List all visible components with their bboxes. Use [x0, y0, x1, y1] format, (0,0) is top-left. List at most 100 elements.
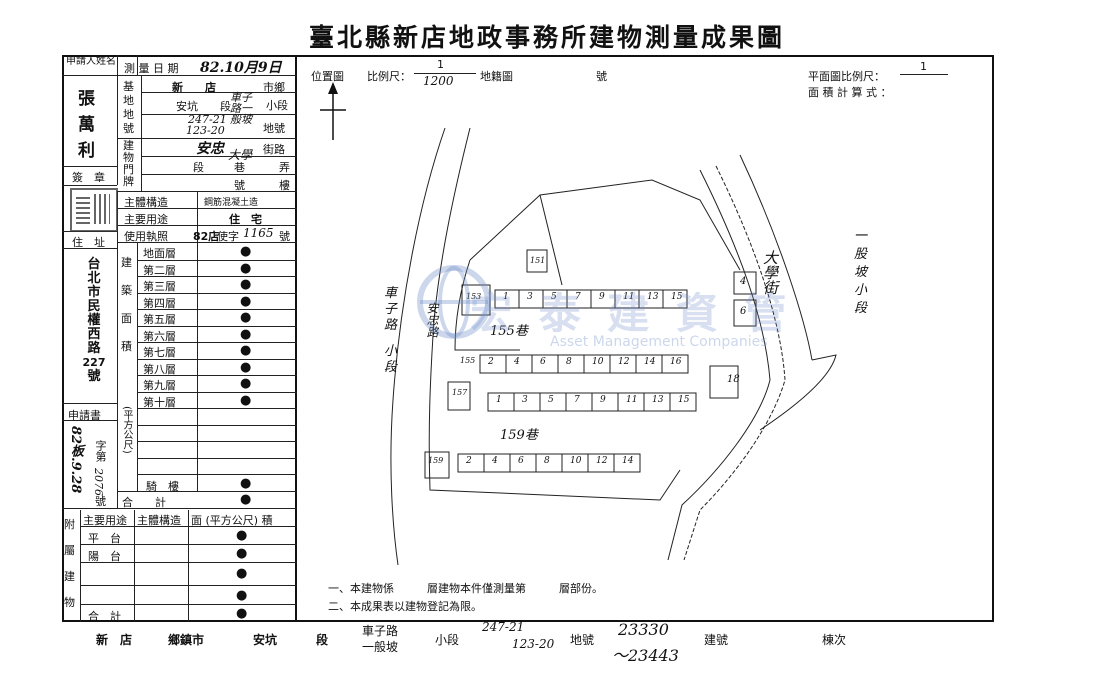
lot-number-label: 14 [622, 456, 634, 466]
anzhong-road-label: 安忠路 [425, 302, 439, 338]
lot-number-label: 7 [574, 395, 580, 405]
floor-row-line [137, 424, 297, 426]
floor-row-label: 第四層 [143, 296, 176, 310]
lot-number-label: 12 [618, 357, 630, 367]
floor-row-line [137, 342, 297, 343]
floor-row-label: 第五層 [143, 313, 176, 326]
floor-row-line [137, 474, 297, 475]
lot-number-label: 14 [644, 357, 656, 367]
footer-subsection-2: 一般坡 [362, 640, 399, 654]
addr-9: 號 [87, 369, 101, 384]
attached-mark-1: ● [236, 528, 248, 543]
bldg-153: 153 [466, 292, 482, 301]
lot-number-label: 5 [551, 292, 557, 302]
doorplate-lou: 樓 [279, 179, 290, 192]
structure-value: 鋼筋混凝土造 [204, 198, 259, 208]
watermark-cn: 宏 泰 建 資 管 [470, 289, 793, 338]
application-word-label: 字第 [94, 440, 107, 462]
lot-number-label: 9 [599, 292, 605, 302]
floor-row-line [137, 259, 297, 261]
plan-scale-bar [900, 74, 948, 75]
lot-number-label: 11 [626, 395, 638, 405]
addr-2: 北 [87, 271, 101, 286]
floors-total-mark: ● [240, 492, 252, 507]
lot-number-label: 2 [488, 357, 494, 367]
floor-row-mark: ● [240, 343, 252, 358]
note-1: 一、本建物係 層建物本件僅測量第 層部份。 [328, 582, 603, 595]
floor-row-mark: ● [240, 310, 252, 325]
plan-scale-label: 平面圖比例尺： [808, 70, 885, 83]
doorplate-hao: 號 [234, 179, 245, 192]
footer-section-suffix: 段 [316, 633, 329, 647]
address-vertical: 台 北 市 民 權 西 路 227 號 [82, 258, 106, 384]
lot-number-label: 6 [518, 456, 524, 466]
lot-number-label: 16 [670, 357, 682, 367]
floor-row-label: 第十層 [143, 395, 176, 409]
land-label: 基 地 地 號 [123, 80, 134, 135]
townhouse-unit [613, 453, 641, 473]
watermark-en: Asset Management Companies [550, 334, 768, 350]
footer-section: 安坑 [253, 633, 278, 647]
floor-row-mark: ● [240, 359, 252, 375]
townhouse-unit [661, 354, 689, 374]
left-column [62, 55, 297, 622]
main-use-value: 住 宅 [229, 213, 262, 226]
lot-number-label: 4 [514, 357, 520, 367]
application-label: 申請書 [68, 409, 101, 422]
lot-number-label: 8 [544, 456, 550, 466]
lot-number-2: 123-20 [186, 124, 225, 137]
lot-number-label: 3 [522, 395, 528, 405]
footer-lot-suffix: 地號 [570, 633, 595, 647]
floor-row-line [137, 375, 297, 376]
attached-side-label: 附 屬 建 物 [64, 518, 75, 609]
floor-row-mark: ● [240, 376, 252, 391]
floor-row-line [137, 457, 297, 459]
lane-159-label: 159巷 [500, 428, 538, 443]
floor-row-mark: ● [240, 392, 252, 408]
attached-mark-2: ● [236, 546, 248, 561]
lot-number-label: 11 [623, 292, 635, 302]
floor-row-line [137, 292, 297, 294]
addr-1: 台 [87, 257, 101, 272]
balcony-label: 騎 樓 [146, 480, 179, 493]
floor-row-mark: ● [240, 260, 252, 276]
floor-row-label: 第二層 [143, 263, 176, 277]
lot-number-label: 1 [503, 292, 509, 302]
land-town-suffix: 市鄉 [263, 81, 285, 94]
applicant-label: 申請人姓名 [66, 56, 116, 67]
name-char-3: 利 [78, 141, 95, 161]
license-number: 1165 [243, 226, 274, 240]
footer-building-suffix: 建號 [704, 633, 729, 647]
lot-number-label: 6 [540, 357, 546, 367]
floor-row-label: 第八層 [143, 362, 176, 376]
attached-row-balcony: 陽 台 [88, 550, 121, 563]
floor-row-line [137, 358, 297, 360]
footer-floor-label: 棟次 [822, 633, 847, 647]
lot-number-label: 9 [600, 395, 606, 405]
townhouse-unit [669, 392, 697, 412]
form-frame [62, 55, 994, 622]
lot-number-label: 12 [596, 456, 608, 466]
balcony-mark: ● [240, 476, 252, 491]
floor-row-line [137, 490, 297, 492]
bldg-155: 155 [460, 356, 476, 365]
note-2: 二、本成果表以建物登記為限。 [328, 600, 482, 613]
license-prefix: 82店 [193, 230, 220, 243]
townhouse-unit [662, 289, 688, 309]
attached-header-structure: 主體構造 [137, 514, 181, 527]
bldg-18: 18 [727, 374, 740, 385]
address-label: 住 址 [72, 236, 105, 249]
floor-row-label: 第三層 [143, 280, 176, 293]
footer-town: 新 店 [96, 633, 133, 647]
floors-unit: (平方公尺) [121, 406, 132, 454]
floor-row-line [137, 391, 297, 393]
attached-header-area: 面 (平方公尺) 積 [191, 514, 273, 527]
attached-total-label: 合 計 [88, 610, 121, 623]
lot-number-label: 1 [496, 395, 502, 405]
lot-number-label: 2 [466, 456, 472, 466]
bldg-157: 157 [452, 388, 468, 397]
lot-number-label: 10 [592, 357, 604, 367]
name-char-1: 張 [78, 89, 95, 109]
floor-row-line [137, 408, 297, 409]
cadastral-suffix: 號 [596, 70, 607, 83]
